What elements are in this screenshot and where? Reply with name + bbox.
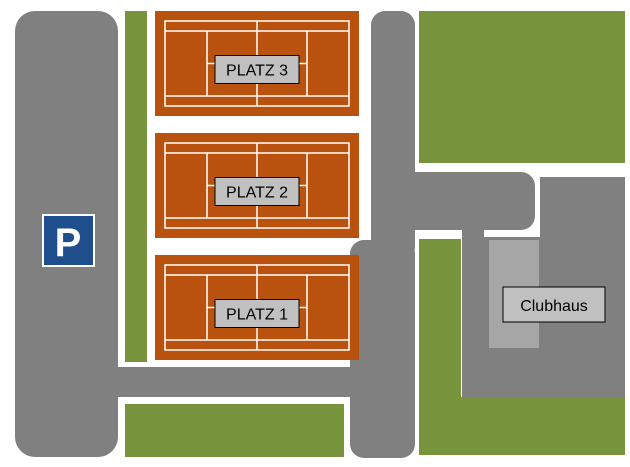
parking-sign-letter: P [55, 221, 82, 265]
grass-bottom-right [419, 239, 625, 455]
grass-bottom-left [125, 404, 344, 457]
tennis-courts: PLATZ 3 PLATZ 2 PLATZ 1 [155, 11, 359, 360]
grass-top-right [419, 11, 625, 163]
narrow-vertical-path [462, 225, 484, 397]
court-label-box[interactable] [214, 177, 300, 206]
clubhouse-label-box[interactable] [502, 286, 606, 323]
lower-horizontal-road [100, 367, 390, 397]
court-1: PLATZ 1 [155, 255, 359, 360]
court-label: PLATZ 2 [226, 185, 288, 202]
court-3: PLATZ 3 [155, 11, 359, 116]
court-label-box[interactable] [214, 299, 300, 328]
center-vertical-road [350, 240, 415, 458]
court-label: PLATZ 3 [226, 63, 288, 80]
clubhouse-label: Clubhaus [520, 298, 588, 315]
court-label-box[interactable] [214, 55, 300, 84]
clubhouse-access-road [390, 172, 535, 230]
grass-areas [125, 11, 625, 457]
parking-icon[interactable]: P [42, 214, 95, 267]
parking-sign-background [42, 214, 95, 267]
court-label: PLATZ 1 [226, 307, 288, 324]
court-2: PLATZ 2 [155, 133, 359, 238]
grass-strip-left [125, 11, 147, 362]
clubhouse: Clubhaus [489, 240, 606, 348]
